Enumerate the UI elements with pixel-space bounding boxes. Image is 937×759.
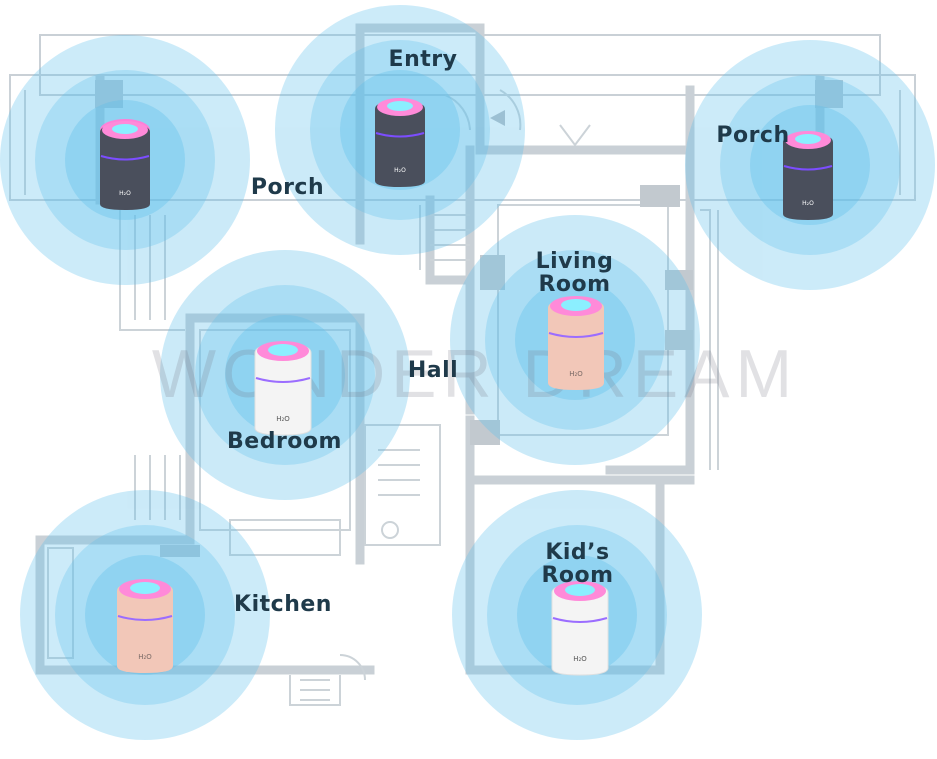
room-label-bedroom: Bedroom — [227, 429, 342, 454]
humidifier-entry: H₂O — [375, 98, 425, 187]
room-label-kids-room: Kid’s Room — [541, 540, 614, 589]
room-label-entry: Entry — [388, 47, 458, 72]
room-label-hall: Hall — [407, 358, 459, 383]
humidifier-bedroom: H₂O — [254, 341, 312, 436]
room-label-porch-right: Porch — [716, 123, 790, 148]
svg-text:H₂O: H₂O — [802, 200, 814, 207]
room-label-living-room: Living Room — [535, 249, 614, 298]
watermark-text: WONDER DREAM — [151, 336, 799, 412]
humidifier-kitchen: H₂O — [117, 579, 173, 673]
svg-text:H₂O: H₂O — [119, 190, 131, 197]
svg-text:H₂O: H₂O — [138, 653, 152, 661]
room-label-porch-left: Porch — [250, 175, 325, 200]
humidifier-porch-left: H₂O — [100, 119, 150, 210]
svg-text:H₂O: H₂O — [569, 370, 583, 378]
svg-text:H₂O: H₂O — [573, 655, 587, 663]
humidifier-living-room: H₂O — [548, 296, 604, 390]
room-label-kitchen: Kitchen — [234, 592, 332, 617]
humidifier-porch-right: H₂O — [783, 131, 833, 220]
humidifier-kids-room: H₂O — [551, 581, 609, 676]
svg-text:H₂O: H₂O — [276, 415, 290, 423]
svg-text:H₂O: H₂O — [394, 167, 406, 174]
